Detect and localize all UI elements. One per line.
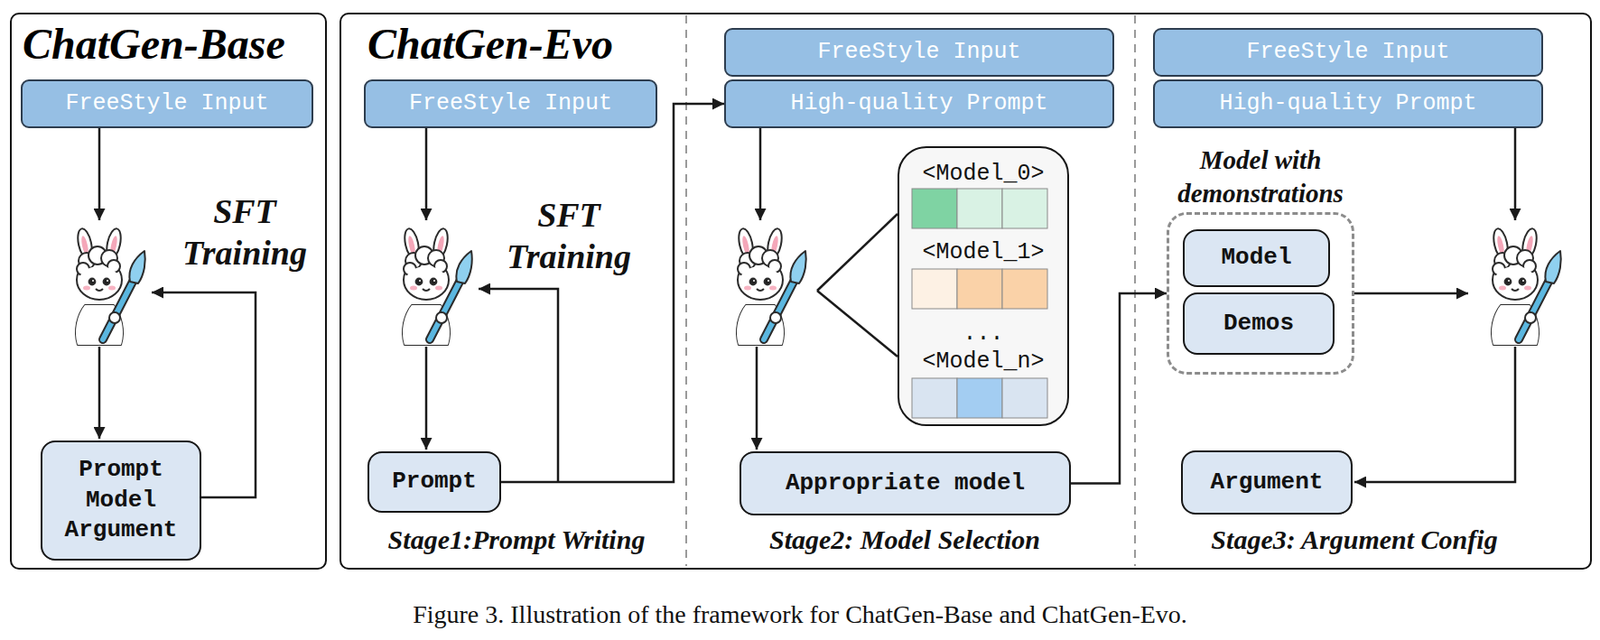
figure-caption: Figure 3. Illustration of the framework … bbox=[412, 599, 1188, 631]
input-box: FreeStyle Input bbox=[1153, 27, 1544, 77]
training-note: SFT Training bbox=[182, 191, 307, 274]
evo-panel: ChatGen-EvoFreeStyle InputPromptFreeStyl… bbox=[339, 12, 1592, 570]
box-label: FreeStyle Input bbox=[409, 90, 613, 118]
prompt-box: High-quality Prompt bbox=[724, 79, 1115, 129]
model-color-cell bbox=[911, 188, 958, 229]
box-label: High-quality Prompt bbox=[1218, 90, 1477, 118]
model-box: Appropriate model bbox=[739, 451, 1071, 516]
box-label: Appropriate model bbox=[785, 468, 1025, 500]
box-label: FreeStyle Input bbox=[817, 38, 1021, 66]
box-label: Model bbox=[1220, 242, 1292, 274]
model-color-bars bbox=[897, 146, 1070, 427]
stage-divider bbox=[1134, 15, 1136, 567]
box-label: Prompt Model Argument bbox=[42, 455, 200, 547]
model-color-cell bbox=[911, 378, 958, 419]
stage-label: Stage2: Model Selection bbox=[769, 523, 1041, 557]
llama-mascot bbox=[736, 227, 807, 345]
model-tag: ... bbox=[899, 322, 1068, 345]
llama-mascot bbox=[75, 227, 146, 345]
flow-arrows bbox=[99, 128, 1516, 498]
demo-box: Demos bbox=[1182, 292, 1335, 355]
box-label: FreeStyle Input bbox=[65, 90, 269, 118]
prompt-box: High-quality Prompt bbox=[1153, 79, 1544, 129]
callout-wedge bbox=[817, 213, 898, 357]
model-tag: <Model_1> bbox=[899, 241, 1068, 264]
model-color-cell bbox=[1002, 269, 1048, 309]
output-box: Prompt Model Argument bbox=[40, 440, 202, 561]
argument-box: Argument bbox=[1181, 450, 1353, 515]
model-color-cell bbox=[957, 269, 1003, 309]
prompt-box: Prompt bbox=[367, 451, 502, 513]
box-label: FreeStyle Input bbox=[1246, 38, 1450, 66]
flow-connector bbox=[1070, 293, 1167, 484]
box-label: High-quality Prompt bbox=[790, 90, 1048, 118]
model-color-cell bbox=[1002, 188, 1048, 229]
demo-group: Model with demonstrationsModelDemos bbox=[1166, 212, 1355, 375]
stage-label: Stage3: Argument Config bbox=[1210, 523, 1498, 557]
model-tag: <Model_0> bbox=[899, 162, 1068, 186]
panel-title: ChatGen-Base bbox=[22, 18, 286, 71]
model-callout: <Model_0> <Model_1>... <Model_n> bbox=[897, 146, 1070, 427]
input-box: FreeStyle Input bbox=[20, 79, 314, 129]
input-box: FreeStyle Input bbox=[363, 79, 658, 129]
stage-divider bbox=[685, 15, 688, 567]
model-color-cell bbox=[957, 188, 1003, 229]
llama-mascot bbox=[402, 227, 473, 345]
llama-mascot bbox=[1491, 227, 1562, 345]
training-note: SFT Training bbox=[506, 195, 632, 278]
model-box: Model bbox=[1182, 229, 1331, 288]
model-color-cell bbox=[957, 378, 1003, 419]
stage-label: Stage1:Prompt Writing bbox=[388, 523, 646, 557]
flow-connector bbox=[501, 103, 725, 483]
model-color-cell bbox=[911, 269, 958, 309]
model-tag: <Model_n> bbox=[899, 350, 1068, 373]
box-label: Demos bbox=[1223, 308, 1294, 340]
box-label: Prompt bbox=[391, 466, 477, 498]
model-color-cell bbox=[1002, 378, 1048, 419]
panel-title: ChatGen-Evo bbox=[367, 18, 614, 71]
group-heading: Model with demonstrations bbox=[1156, 143, 1365, 212]
input-box: FreeStyle Input bbox=[724, 27, 1115, 77]
box-label: Argument bbox=[1210, 467, 1324, 499]
base-panel: ChatGen-BaseFreeStyle InputPrompt Model … bbox=[9, 12, 327, 570]
